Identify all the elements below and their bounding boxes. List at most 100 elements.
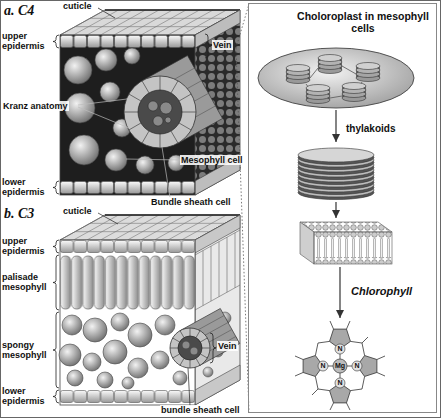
c4-leaf-block-part [205,34,211,58]
c4-leaf-block-part-part [165,117,171,123]
c4-leaf-block-part-part [148,101,158,111]
c3-leaf-block-part [60,390,195,403]
c3-leaf-block-part [105,214,240,216]
chloroplast-zoom-part [335,110,336,142]
chloroplast-zoom-part [318,55,342,74]
chloroplast-zoom-part [306,85,330,104]
c3-leaf-block [53,213,240,406]
part-label: Bundle sheath cell [150,197,232,207]
c3-leaf-block-part [195,230,240,310]
chloroplast-zoom-part-part [298,148,374,162]
c4-leaf-block-part-part [136,156,154,174]
c3-leaf-block-part [183,342,190,349]
chloroplast-zoom-part-part [318,361,328,371]
c3-leaf-block-part [170,328,210,368]
c3-leaf-block-part [60,255,195,310]
c3-leaf-block-part-part [62,315,82,335]
layer-label: cuticle [62,206,93,216]
c4-leaf-block-part [98,8,115,18]
c3-leaf-block-part-part [83,318,107,342]
chloroplast-zoom-part [335,202,336,218]
c3-leaf-block-part-part [128,323,152,347]
c4-leaf-block-part-part [124,48,140,64]
atom-label: N [337,345,342,353]
c4-leaf-block-part [60,35,195,48]
part-label: Vein [212,40,233,50]
c3-leaf-block-part-part [67,370,83,386]
c4-leaf-block-part-part [105,149,127,171]
chloroplast-zoom-part [300,222,314,264]
panel-title: a. C4 [4,3,34,18]
c3-leaf-block-part-part [151,351,169,369]
atom-label: Mg [335,362,345,370]
c4-leaf-block-part-part [69,135,99,165]
chloroplast-zoom-part [314,232,392,264]
layer-label: upper epidermis [2,31,52,51]
chloroplast-zoom-part [258,48,414,108]
chloroplast-zoom-part [314,257,392,264]
c3-leaf-block-part-part [97,372,113,388]
atom-label: N [354,362,359,370]
chloroplast-zoom-part [342,83,366,102]
c4-leaf-block-part [124,76,196,148]
panel-heading: Choloroplast in mesophyll cells [297,10,429,34]
c3-leaf-block-part [191,348,198,355]
c3-leaf-block-part-part [122,377,134,389]
c4-leaf-block-part-part [95,49,117,71]
chloroplast-zoom-part [303,329,377,403]
layer-label: upper epidermis [2,236,52,256]
c3-leaf-block-part-part [59,344,81,366]
c3-leaf-block-part [178,336,202,360]
chloroplast-zoom-part-part [352,361,362,371]
layer-label: spongy mesophyll [2,340,52,360]
chloroplast-zoom-part [286,65,310,84]
c3-leaf-block-part [59,313,187,389]
c4-leaf-block [53,8,240,198]
c4-leaf-block-part-part [100,82,120,102]
c3-leaf-block-part-part [83,353,101,371]
part-label: Vein [217,341,238,351]
c4-leaf-block-part [53,35,59,194]
chloroplast-zoom-part [300,222,392,232]
part-label: bundle sheath cell [160,405,241,415]
c4-leaf-block-part [148,101,172,126]
stage-label: thylakoids [346,123,395,134]
layer-label: lower epidermis [2,386,52,406]
chloroplast-zoom-part-part [335,344,345,354]
chloroplast-zoom-part [298,148,374,200]
atom-label: N [337,379,342,387]
part-label: Kranz anatomy [2,101,69,111]
layer-label: cuticle [62,1,93,11]
c4-leaf-block-part [138,90,182,134]
c4-leaf-block-part [60,181,195,194]
c3-leaf-block-part-part [128,358,148,378]
c3-leaf-block-part [53,240,59,403]
c4-leaf-block-part [124,76,196,148]
c4-leaf-block-part [105,9,240,11]
chloroplast-zoom-part [339,267,340,318]
stage-label: Chlorophyll [351,285,412,297]
c4-leaf-block-part [60,35,195,195]
c4-leaf-block-part-part [64,56,92,84]
c3-leaf-block-part-part [111,313,129,331]
chloroplast-zoom-part-part [335,378,345,388]
c4-leaf-block-part-part [153,116,163,126]
c3-leaf-block-part-part [103,340,127,364]
layer-label: palisade mesophyll [2,272,52,292]
chloroplast-zoom-part [318,344,362,388]
layer-label: lower epidermis [2,177,52,197]
chloroplast-zoom-part [314,239,392,257]
c3-leaf-block-part-part [173,371,187,385]
chloroplast-zoom-part [333,359,347,373]
c3-leaf-block-part [195,365,240,405]
c3-leaf-block-part [98,213,190,406]
c4-leaf-block-part-part [160,102,172,114]
chloroplast-zoom [258,48,414,410]
chloroplast-zoom-part [356,63,380,82]
c3-leaf-block-part [60,240,195,253]
c3-leaf-block-part [60,240,195,405]
atom-label: N [320,362,325,370]
part-label: Mesophyll cell [180,155,244,165]
